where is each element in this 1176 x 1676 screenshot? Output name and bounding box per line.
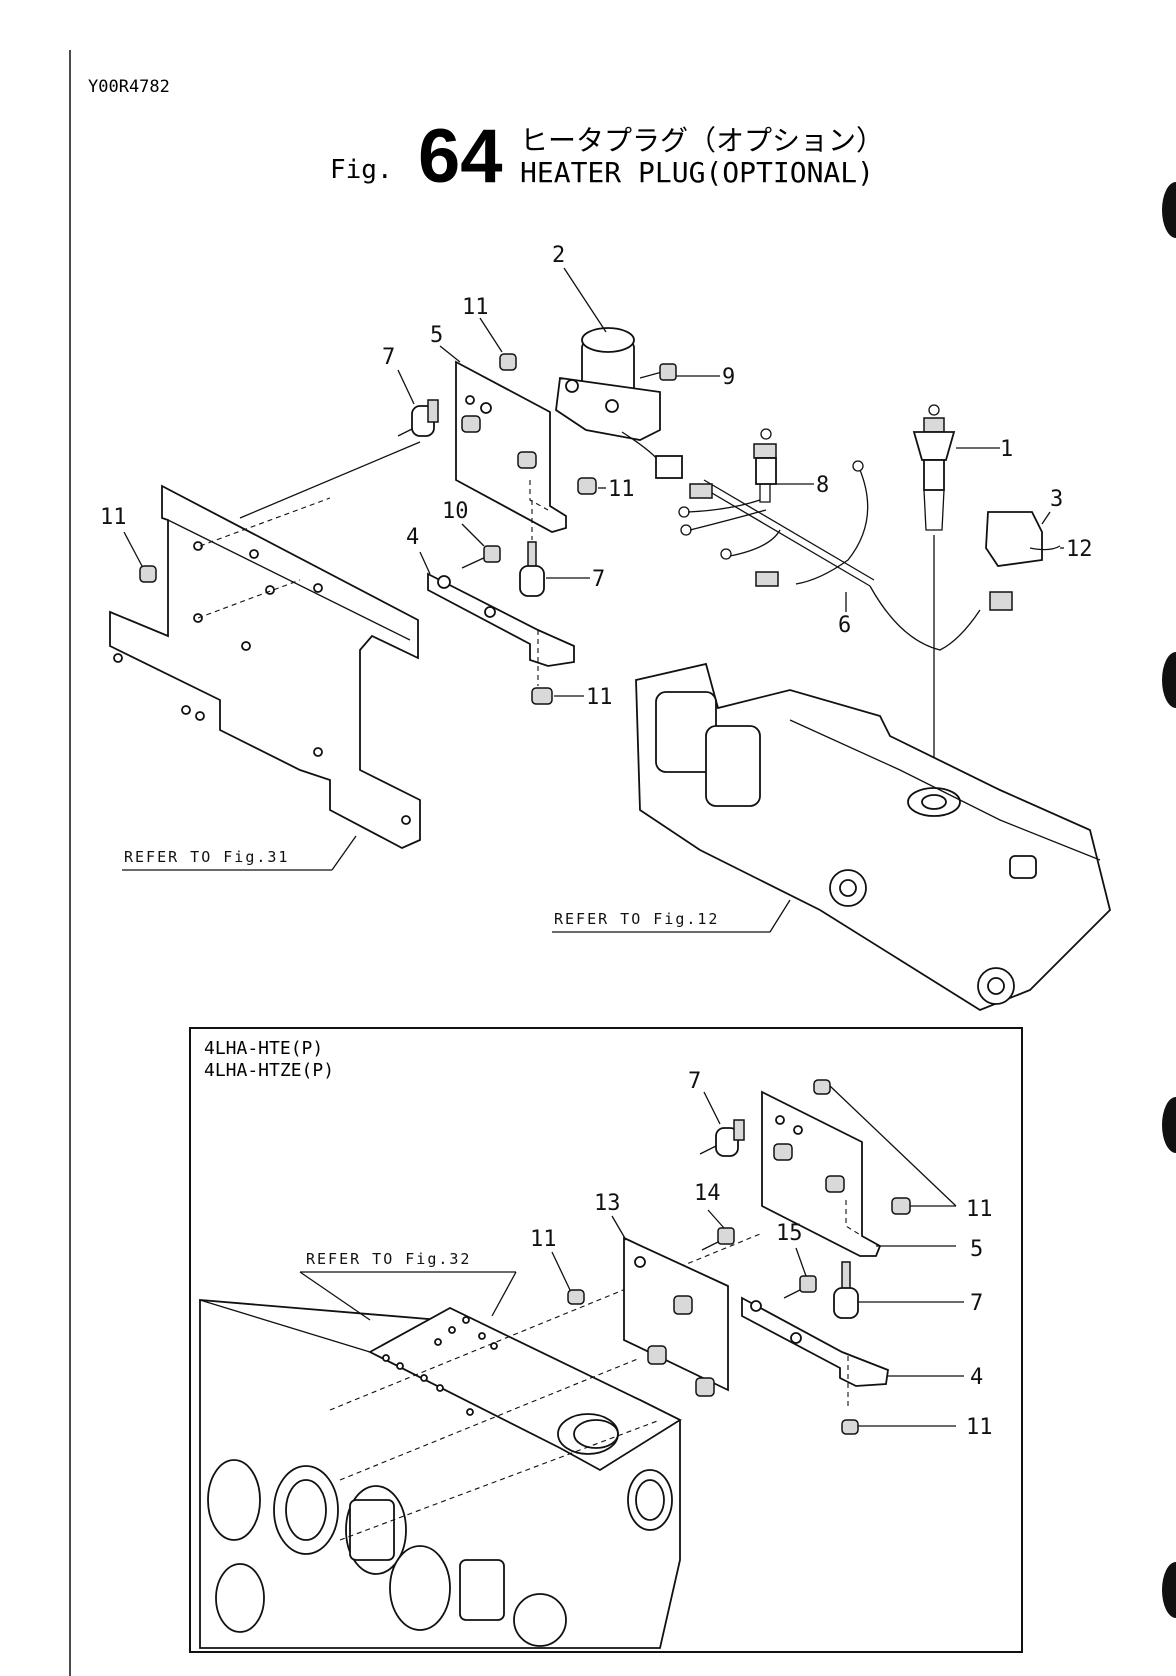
heater-relay bbox=[556, 328, 682, 478]
callout-9: 9 bbox=[722, 365, 735, 390]
inset-callout-11-left: 11 bbox=[530, 1227, 557, 1252]
inset-model-2: 4LHA-HTZE(P) bbox=[204, 1060, 334, 1081]
bolt-9 bbox=[640, 364, 676, 380]
inset-callout-13: 13 bbox=[594, 1191, 621, 1216]
callout-leaders-inset bbox=[552, 1086, 964, 1426]
callout-11-mid: 11 bbox=[608, 477, 635, 502]
nut-11-mid bbox=[578, 478, 596, 494]
callout-10: 10 bbox=[442, 499, 469, 524]
callout-7-upper: 7 bbox=[382, 345, 395, 370]
title-japanese: ヒータプラグ（オプション） bbox=[520, 124, 884, 157]
fig-number: 64 bbox=[418, 114, 503, 199]
inset-bracket-4 bbox=[742, 1298, 888, 1410]
inset-nut-11-top bbox=[814, 1080, 830, 1094]
callout-8: 8 bbox=[816, 473, 829, 498]
callout-5: 5 bbox=[430, 323, 443, 348]
nut-11-top bbox=[500, 354, 516, 370]
title-english: HEATER PLUG(OPTIONAL) bbox=[520, 156, 874, 189]
callout-1: 1 bbox=[1000, 437, 1013, 462]
inset-callout-7-upper: 7 bbox=[688, 1069, 701, 1094]
callout-12: 12 bbox=[1066, 537, 1093, 562]
inset-bolt-14 bbox=[702, 1228, 734, 1250]
bolt-10 bbox=[462, 546, 500, 568]
callout-2: 2 bbox=[552, 243, 565, 268]
inset-nut-11-bottom bbox=[842, 1420, 858, 1434]
binding-marks bbox=[1162, 182, 1176, 1618]
nut-11-left bbox=[140, 566, 156, 582]
inset-callout-11-bottom: 11 bbox=[966, 1415, 993, 1440]
inset-callout-11-right: 11 bbox=[966, 1197, 993, 1222]
leader-mount-plate bbox=[240, 442, 420, 518]
document-code: Y00R4782 bbox=[88, 77, 170, 97]
inset-nut-11-left bbox=[568, 1290, 584, 1304]
callout-3: 3 bbox=[1050, 487, 1063, 512]
callout-11-bottom: 11 bbox=[586, 685, 613, 710]
inset-nut-11-right bbox=[892, 1198, 910, 1214]
inset-callout-5: 5 bbox=[970, 1237, 983, 1262]
engine-block bbox=[636, 664, 1110, 1010]
sensor-8 bbox=[754, 429, 776, 502]
ref-fig12: REFER TO Fig.12 bbox=[554, 910, 719, 928]
callout-11-left: 11 bbox=[100, 505, 127, 530]
ref-fig31: REFER TO Fig.31 bbox=[124, 848, 289, 866]
frame-plate bbox=[110, 486, 420, 848]
callout-7-lower: 7 bbox=[592, 567, 605, 592]
plate-13 bbox=[624, 1238, 728, 1396]
fig-prefix: Fig. bbox=[330, 155, 393, 185]
inset-mount-7-upper bbox=[700, 1120, 744, 1156]
inset-callout-15: 15 bbox=[776, 1221, 803, 1246]
inset-mount-7-lower bbox=[834, 1262, 858, 1318]
ref-fig32: REFER TO Fig.32 bbox=[306, 1250, 471, 1268]
bracket-4 bbox=[428, 574, 574, 686]
rubber-mount-7-upper bbox=[398, 400, 438, 436]
inset-model-1: 4LHA-HTE(P) bbox=[204, 1038, 323, 1059]
callout-6: 6 bbox=[838, 613, 851, 638]
bracket-5 bbox=[456, 362, 566, 532]
timer-3 bbox=[986, 512, 1060, 610]
inset-bolt-15 bbox=[784, 1276, 816, 1298]
inset-callout-7-lower: 7 bbox=[970, 1291, 983, 1316]
inset-callout-4: 4 bbox=[970, 1365, 983, 1390]
callout-11-top: 11 bbox=[462, 295, 489, 320]
nut-11-bottom bbox=[532, 688, 552, 704]
inset-callout-14: 14 bbox=[694, 1181, 721, 1206]
callout-4: 4 bbox=[406, 525, 419, 550]
